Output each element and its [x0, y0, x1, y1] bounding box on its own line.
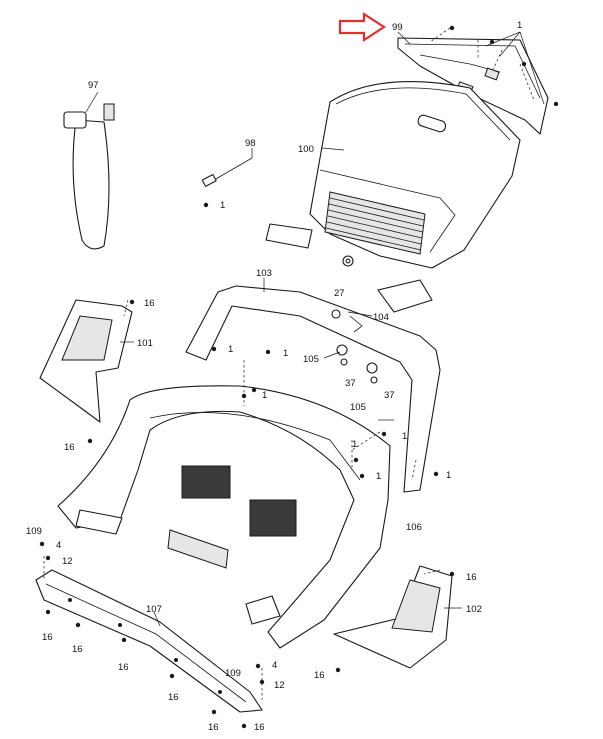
callout-16: 16 — [208, 722, 219, 733]
callout-16: 16 — [314, 670, 325, 681]
part-97-strap — [63, 103, 115, 250]
part-103-upright-bar — [185, 285, 441, 493]
callout-16: 16 — [144, 298, 155, 309]
dashed-assembly-lines — [43, 27, 535, 700]
highlight-arrow-icon — [338, 11, 387, 43]
callout-107: 107 — [146, 604, 162, 615]
callout-1: 1 — [228, 344, 233, 355]
callout-16: 16 — [64, 442, 75, 453]
callout-4: 4 — [56, 540, 61, 551]
callout-16: 16 — [42, 632, 53, 643]
callout-105: 105 — [303, 354, 319, 365]
callout-12: 12 — [274, 680, 285, 691]
part-106-handrail-frame — [57, 385, 391, 649]
callout-1: 1 — [446, 470, 451, 481]
callout-101: 101 — [137, 338, 153, 349]
callout-102: 102 — [466, 604, 482, 615]
callout-1: 1 — [283, 348, 288, 359]
callout-labels: 99 1 97 98 1 100 103 27 104 16 101 1 1 1… — [26, 20, 522, 733]
callout-106: 106 — [406, 522, 422, 533]
callout-1: 1 — [376, 471, 381, 482]
callout-27: 27 — [334, 288, 345, 299]
callout-16: 16 — [168, 692, 179, 703]
console-vent-grille — [324, 191, 426, 255]
callout-105: 105 — [350, 402, 366, 413]
callout-16: 16 — [118, 662, 129, 673]
callout-1: 1 — [402, 431, 407, 442]
callout-16: 16 — [72, 644, 83, 655]
callout-1: 1 — [517, 20, 522, 31]
callout-109: 109 — [26, 526, 42, 537]
fasteners — [39, 25, 559, 729]
callout-16: 16 — [254, 722, 265, 733]
callout-104: 104 — [373, 312, 389, 323]
callout-98: 98 — [245, 138, 256, 149]
callout-97: 97 — [88, 80, 99, 91]
callout-1: 1 — [352, 439, 357, 450]
callout-100: 100 — [298, 144, 314, 155]
part-107-crossbar — [35, 569, 263, 713]
callout-37: 37 — [345, 378, 356, 389]
part-100-console — [265, 81, 521, 313]
callout-103: 103 — [256, 268, 272, 279]
callout-1: 1 — [220, 200, 225, 211]
part-101-left-cup-holder — [39, 299, 133, 423]
callout-4: 4 — [272, 660, 277, 671]
small-hardware-cluster — [331, 309, 378, 384]
callout-12: 12 — [62, 556, 73, 567]
callout-1: 1 — [262, 390, 267, 401]
callout-99: 99 — [392, 22, 403, 33]
callout-16: 16 — [466, 572, 477, 583]
callout-37: 37 — [384, 390, 395, 401]
part-98-wire — [201, 157, 253, 187]
callout-109: 109 — [225, 668, 241, 679]
